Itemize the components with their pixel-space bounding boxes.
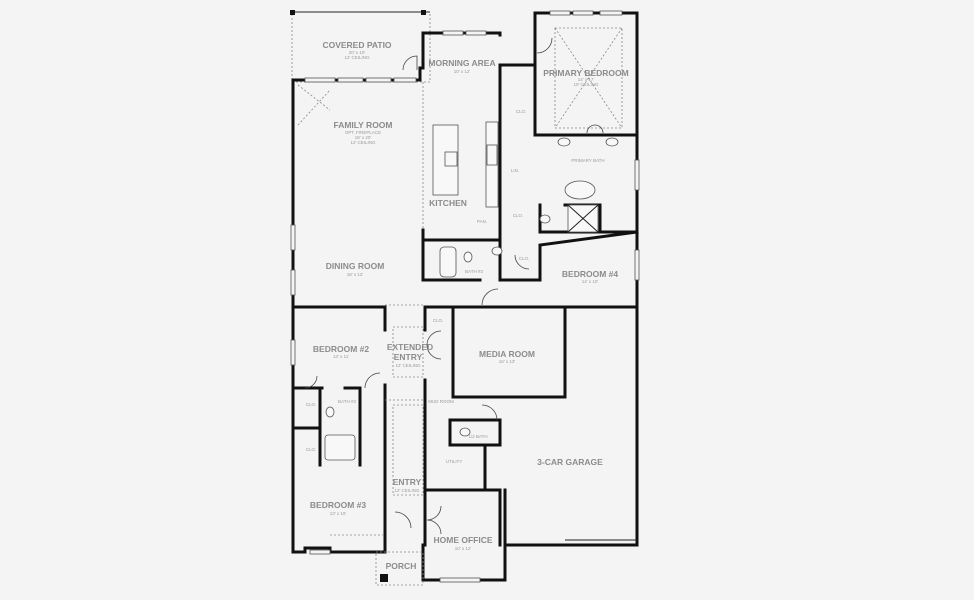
svg-text:12' CEILING: 12' CEILING — [344, 55, 370, 60]
bedroom-4-label: BEDROOM #4 14' x 10' — [562, 269, 618, 284]
svg-text:10' CEILING: 10' CEILING — [573, 82, 599, 87]
family-room-label: FAMILY ROOM OPT. FIREPLACE 18' x 20' 12'… — [333, 120, 392, 145]
covered-patio-label: COVERED PATIO 20' x 10' 12' CEILING — [322, 40, 391, 60]
svg-text:18' x 12': 18' x 12' — [347, 272, 364, 277]
sink — [605, 137, 619, 147]
closet-label: CLO. — [519, 256, 530, 261]
garage-label: 3-CAR GARAGE — [537, 457, 603, 467]
svg-text:BEDROOM #3: BEDROOM #3 — [310, 500, 366, 510]
svg-text:BEDROOM #2: BEDROOM #2 — [313, 344, 369, 354]
toilet — [539, 214, 551, 224]
svg-text:ENTRY: ENTRY — [393, 477, 422, 487]
porch-label: PORCH — [386, 561, 417, 571]
cooktop — [486, 144, 498, 166]
linen-label: LIN. — [511, 168, 519, 173]
primary-bedroom-label: PRIMARY BEDROOM 14' x 17' 10' CEILING — [543, 68, 628, 87]
svg-text:MEDIA ROOM: MEDIA ROOM — [479, 349, 535, 359]
svg-text:EXTENDED: EXTENDED — [387, 342, 433, 352]
closet-label: CLO. — [306, 447, 317, 452]
closet-label: CLO. — [433, 318, 444, 323]
kitchen-sink — [444, 151, 458, 167]
svg-text:OPT. FIREPLACE: OPT. FIREPLACE — [345, 130, 381, 135]
room-labels: COVERED PATIO 20' x 10' 12' CEILING MORN… — [306, 40, 629, 571]
svg-text:12' CEILING: 12' CEILING — [350, 140, 376, 145]
morning-area-label: MORNING AREA 10' x 12' — [428, 58, 495, 74]
toilet — [459, 427, 471, 437]
svg-text:BEDROOM #4: BEDROOM #4 — [562, 269, 618, 279]
svg-text:COVERED PATIO: COVERED PATIO — [322, 40, 391, 50]
svg-text:13' x 10': 13' x 10' — [330, 511, 347, 516]
svg-text:PRIMARY BEDROOM: PRIMARY BEDROOM — [543, 68, 628, 78]
details — [297, 27, 637, 586]
bathtub — [439, 246, 457, 278]
svg-text:16' x 13': 16' x 13' — [499, 359, 516, 364]
bathtub — [324, 434, 356, 461]
half-bath-label: 1/2 BATH — [468, 434, 487, 439]
bedroom-3-label: BEDROOM #3 13' x 10' — [310, 500, 366, 516]
closet-label: CLO. — [513, 213, 524, 218]
svg-text:14' x 10': 14' x 10' — [582, 279, 599, 284]
doors — [304, 37, 604, 535]
kitchen-label: KITCHEN — [429, 198, 467, 208]
sink — [557, 137, 571, 147]
svg-text:13' x 11': 13' x 11' — [333, 354, 349, 359]
windows — [290, 10, 640, 583]
interior-walls — [291, 28, 639, 547]
toilet — [325, 406, 335, 418]
closet-label: CLO. — [516, 109, 527, 114]
media-room-label: MEDIA ROOM 16' x 13' — [479, 349, 535, 364]
exterior-walls — [291, 11, 639, 582]
bedroom-2-label: BEDROOM #2 13' x 11' — [313, 344, 369, 359]
svg-text:20' x 10': 20' x 10' — [349, 50, 366, 55]
svg-text:HOME OFFICE: HOME OFFICE — [433, 535, 492, 545]
entry-label: ENTRY 12' CEILING — [393, 477, 422, 493]
pantry-label: PAN. — [477, 219, 487, 224]
bath-2-label: BATH #2 — [338, 399, 356, 404]
svg-text:FAMILY ROOM: FAMILY ROOM — [333, 120, 392, 130]
svg-text:ENTRY: ENTRY — [394, 352, 423, 362]
utility-label: UTILITY — [446, 459, 463, 464]
svg-text:12' CEILING: 12' CEILING — [394, 488, 420, 493]
fixtures — [324, 121, 619, 461]
mud-room-label: MUD ROOM — [428, 399, 454, 404]
svg-text:18' x 20': 18' x 20' — [355, 135, 372, 140]
bath-3-label: BATH #3 — [465, 269, 483, 274]
toilet — [463, 251, 473, 263]
extended-entry-label: EXTENDED ENTRY 12' CEILING — [387, 342, 433, 368]
closet-label: CLO. — [306, 402, 317, 407]
svg-text:12' CEILING: 12' CEILING — [395, 363, 421, 368]
home-office-label: HOME OFFICE 10' x 12' — [433, 535, 492, 551]
sink — [491, 246, 503, 256]
bathtub — [564, 180, 596, 200]
svg-text:MORNING AREA: MORNING AREA — [428, 58, 495, 68]
svg-text:DINING ROOM: DINING ROOM — [326, 261, 385, 271]
svg-text:10' x 12': 10' x 12' — [455, 546, 472, 551]
primary-bath-label: PRIMARY BATH — [571, 158, 604, 163]
svg-text:10' x 12': 10' x 12' — [454, 69, 471, 74]
svg-text:14' x 17': 14' x 17' — [578, 77, 595, 82]
dining-room-label: DINING ROOM 18' x 12' — [326, 261, 385, 277]
